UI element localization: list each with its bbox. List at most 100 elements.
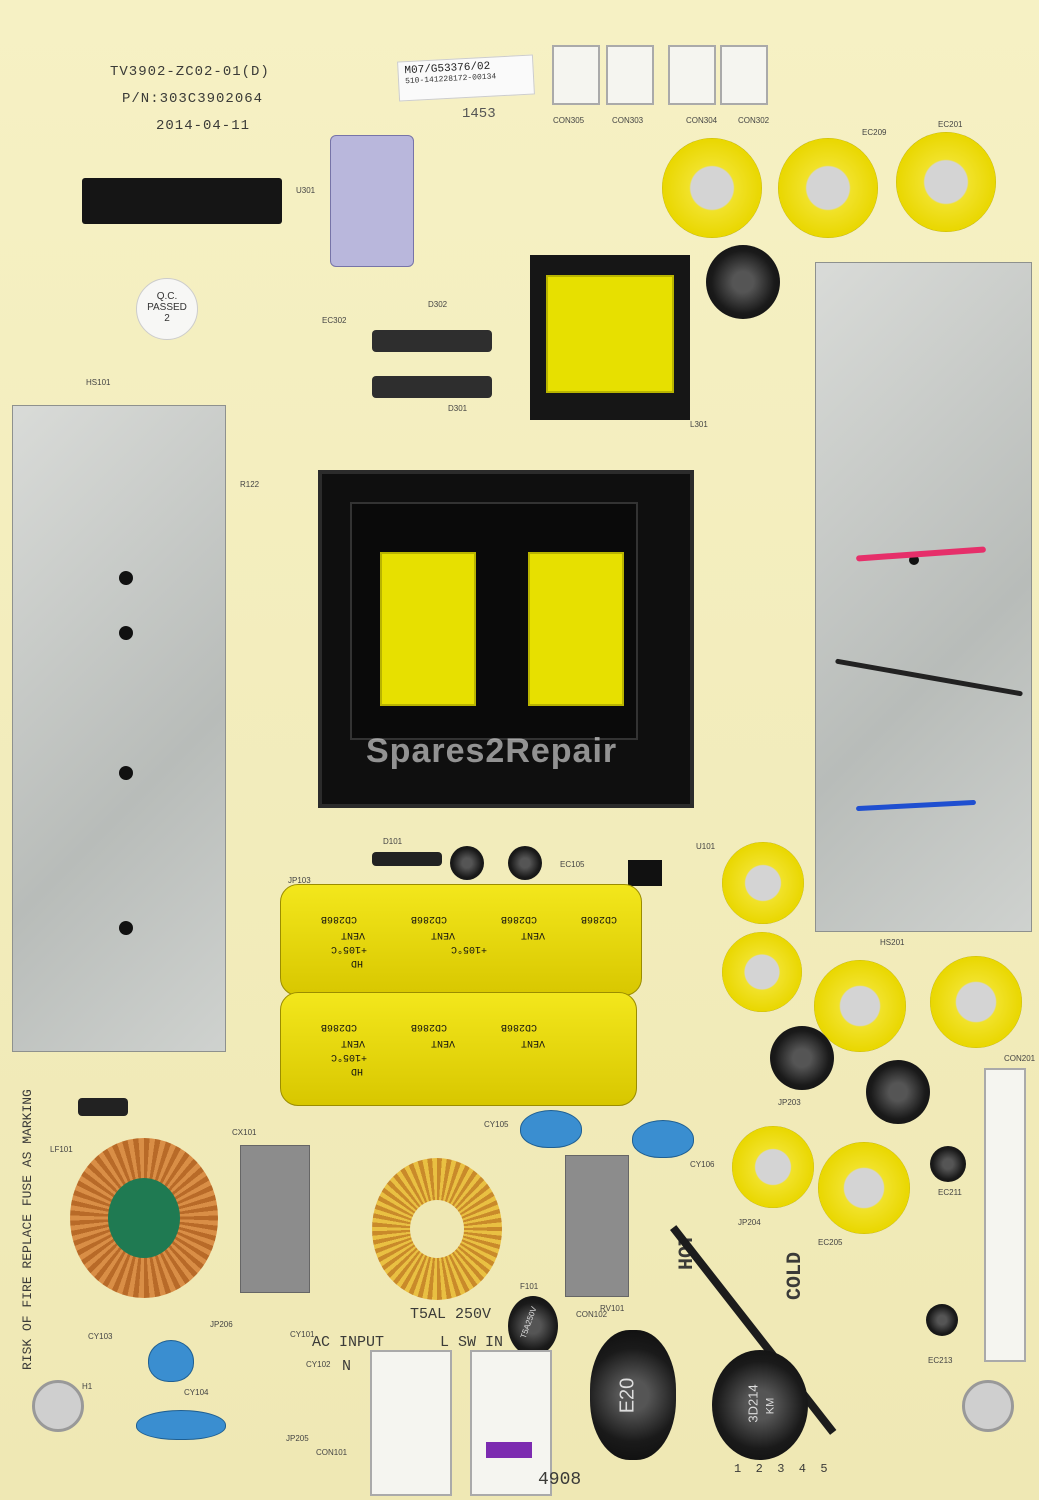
cap-line: CD286B	[321, 913, 358, 924]
label-jp103: JP103	[288, 876, 311, 885]
capacitor-ec209	[778, 138, 878, 238]
thermistor-3d214: 3D214 KM	[712, 1350, 808, 1460]
label-ec205: EC205	[818, 1238, 843, 1247]
label-con201: CON201	[1004, 1054, 1036, 1063]
fuse-f101: T5A250V	[508, 1296, 558, 1356]
mount-hole	[119, 571, 133, 585]
x-capacitor-cx101	[240, 1145, 310, 1293]
connector-con303	[606, 45, 654, 105]
cap-line: VENT	[431, 1037, 456, 1048]
label-hs101: HS101	[86, 378, 111, 387]
common-mode-choke-lf101	[70, 1138, 218, 1298]
label-d302: D302	[428, 300, 448, 309]
ac-input-label: AC INPUT	[312, 1334, 385, 1351]
capacitor-ec207	[814, 960, 906, 1052]
label-jp206: JP206	[210, 1320, 233, 1329]
varistor-e20: E20	[590, 1330, 676, 1460]
mount-hole	[119, 921, 133, 935]
cap-line: CD286B	[501, 913, 538, 924]
fuse-warning: RISK OF FIRE REPLACE FUSE AS MARKING	[20, 1089, 35, 1370]
label-d301: D301	[448, 404, 468, 413]
diode-d101	[372, 852, 442, 866]
heatsink-hs201	[815, 262, 1032, 932]
diode-d301	[372, 376, 492, 398]
label-con302: CON302	[738, 116, 770, 125]
y-capacitor-cy103	[148, 1340, 194, 1382]
marker-blue	[855, 799, 977, 812]
label-h1: H1	[82, 1382, 93, 1391]
inductor-l202	[770, 1026, 834, 1090]
y-capacitor-cy104	[136, 1410, 226, 1440]
label-jp204: JP204	[738, 1218, 761, 1227]
cap-line: +105°C	[331, 1051, 368, 1062]
qc-line2: PASSED	[147, 302, 187, 313]
capacitor-ec202	[930, 956, 1022, 1048]
cap-line: +105°C	[331, 943, 368, 954]
cap-line: CD286B	[411, 913, 448, 924]
label-ec209: EC209	[862, 128, 887, 137]
cap-line: CD286B	[411, 1021, 448, 1032]
mount-hole	[119, 766, 133, 780]
connector-con305	[552, 45, 600, 105]
label-r122: R122	[240, 480, 260, 489]
label-jp203: JP203	[778, 1098, 801, 1107]
label-cy101: CY101	[290, 1330, 315, 1339]
capacitor-ec204b	[732, 1126, 814, 1208]
label-lf101: LF101	[50, 1145, 73, 1154]
label-ec213: EC213	[928, 1356, 953, 1365]
label-u301: U301	[296, 186, 316, 195]
qc-line3: 2	[164, 313, 170, 324]
thermistor-text: 3D214	[745, 1384, 761, 1423]
capacitor-cd286c	[330, 135, 414, 267]
inductor-l203	[866, 1060, 930, 1124]
pin-numbers: 1 2 3 4 5	[734, 1462, 828, 1476]
capacitor-ec204	[722, 842, 804, 924]
capacitor-ec211	[930, 1146, 966, 1182]
label-d101: D101	[383, 837, 403, 846]
cap-line: HD	[351, 1065, 364, 1076]
cap-line: VENT	[341, 1037, 366, 1048]
cap-line: +105°C	[451, 943, 488, 954]
heatsink-hs101	[12, 405, 226, 1052]
board-model: TV3902-ZC02-01(D)	[110, 64, 270, 80]
connector-con101	[370, 1350, 452, 1496]
connector-con304	[668, 45, 716, 105]
label-cx101: CX101	[232, 1128, 257, 1137]
label-cold: COLD	[784, 1251, 807, 1300]
label-jp205: JP205	[286, 1434, 309, 1443]
diode-d106	[78, 1098, 128, 1116]
label-con303: CON303	[612, 116, 644, 125]
optocoupler-u101	[628, 860, 662, 886]
fuse-rating: T5AL 250V	[410, 1306, 492, 1323]
capacitor-ec201	[896, 132, 996, 232]
marker-black	[835, 658, 1023, 697]
choke-core	[108, 1178, 180, 1258]
cap-line: VENT	[431, 929, 456, 940]
l-sw-in-label: L SW IN	[440, 1334, 504, 1351]
connector-con302	[720, 45, 768, 105]
qc-line1: Q.C.	[156, 291, 178, 302]
serial-sticker: M07/G53376/02 510-141228172-00134	[397, 54, 535, 102]
transformer-l301	[530, 255, 690, 420]
connector-con201	[984, 1068, 1026, 1362]
cap-line: VENT	[521, 929, 546, 940]
y-capacitor-cy106	[632, 1120, 694, 1158]
n-label: N	[342, 1358, 352, 1375]
label-cy106: CY106	[690, 1160, 715, 1169]
main-transformer	[318, 470, 694, 808]
cap-line: VENT	[521, 1037, 546, 1048]
marker-pink	[855, 546, 987, 562]
label-hs201: HS201	[880, 938, 905, 947]
label-rv101: RV101	[600, 1304, 625, 1313]
purple-mark	[486, 1442, 532, 1458]
stamp-code: 1453	[462, 106, 496, 122]
label-f101: F101	[520, 1282, 539, 1291]
watermark: Spares2Repair	[366, 732, 618, 770]
cap-line: CD286B	[581, 913, 618, 924]
x-capacitor-cx102	[565, 1155, 629, 1297]
inductor-toroid	[372, 1158, 502, 1300]
qc-passed-sticker: Q.C. PASSED 2	[136, 278, 198, 340]
bottom-code: 4908	[538, 1470, 582, 1490]
coil-window-right	[528, 552, 624, 706]
